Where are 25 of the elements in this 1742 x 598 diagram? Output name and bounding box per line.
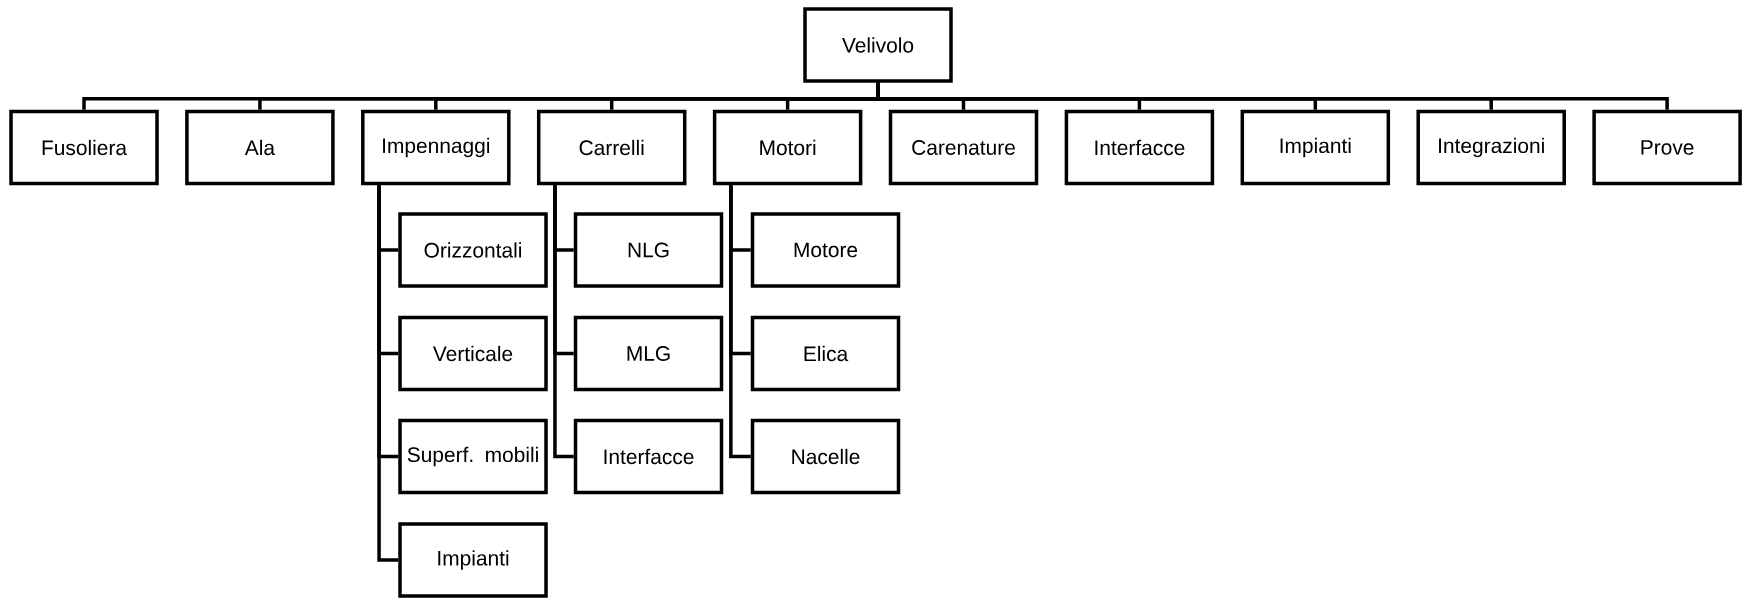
box: Impianti: [1240, 109, 1391, 186]
box: Ala: [185, 109, 335, 186]
connector-line: [876, 82, 1669, 110]
box: Carenature: [888, 109, 1039, 186]
box: Prove: [1592, 109, 1742, 186]
box: Motore: [750, 212, 901, 288]
box: Interfacce: [1064, 109, 1215, 186]
connector-line: [729, 185, 751, 459]
box: Orizzontali: [398, 212, 548, 288]
box: Elica: [750, 315, 901, 392]
box: NLG: [573, 212, 724, 288]
box: Impianti: [398, 522, 548, 598]
box: Motori: [712, 109, 863, 186]
box: Verticale: [398, 315, 548, 392]
box: Superf. mobili: [398, 418, 548, 495]
box: MLG: [573, 315, 724, 392]
connector-line: [377, 185, 399, 562]
connector-line: [553, 185, 574, 459]
box: Interfacce: [573, 418, 724, 495]
box: Integrazioni: [1416, 109, 1566, 186]
box: Carrelli: [536, 109, 687, 186]
box: Fusoliera: [9, 109, 159, 186]
box: Velivolo: [803, 7, 953, 83]
box: Impennaggi: [361, 109, 511, 186]
box: Nacelle: [750, 418, 901, 495]
